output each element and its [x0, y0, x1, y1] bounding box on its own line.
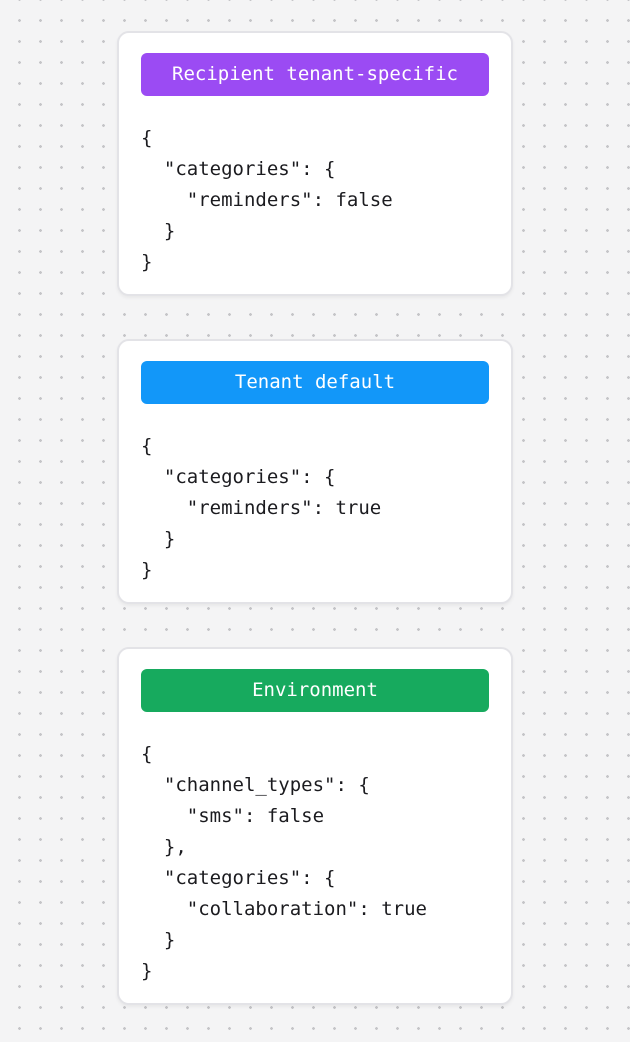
json-code-recipient-tenant-specific: { "categories": { "reminders": false } } [141, 127, 393, 273]
json-code-tenant-default: { "categories": { "reminders": true } } [141, 435, 382, 581]
badge-environment: Environment [141, 669, 489, 712]
badge-tenant-default: Tenant default [141, 361, 489, 404]
badge-recipient-tenant-specific: Recipient tenant-specific [141, 53, 489, 96]
json-code-environment: { "channel_types": { "sms": false }, "ca… [141, 743, 427, 982]
card-environment: Environment { "channel_types": { "sms": … [117, 647, 513, 1005]
preference-layers-canvas: Recipient tenant-specific { "categories"… [117, 31, 513, 1005]
card-recipient-tenant-specific: Recipient tenant-specific { "categories"… [117, 31, 513, 296]
card-tenant-default: Tenant default { "categories": { "remind… [117, 339, 513, 604]
